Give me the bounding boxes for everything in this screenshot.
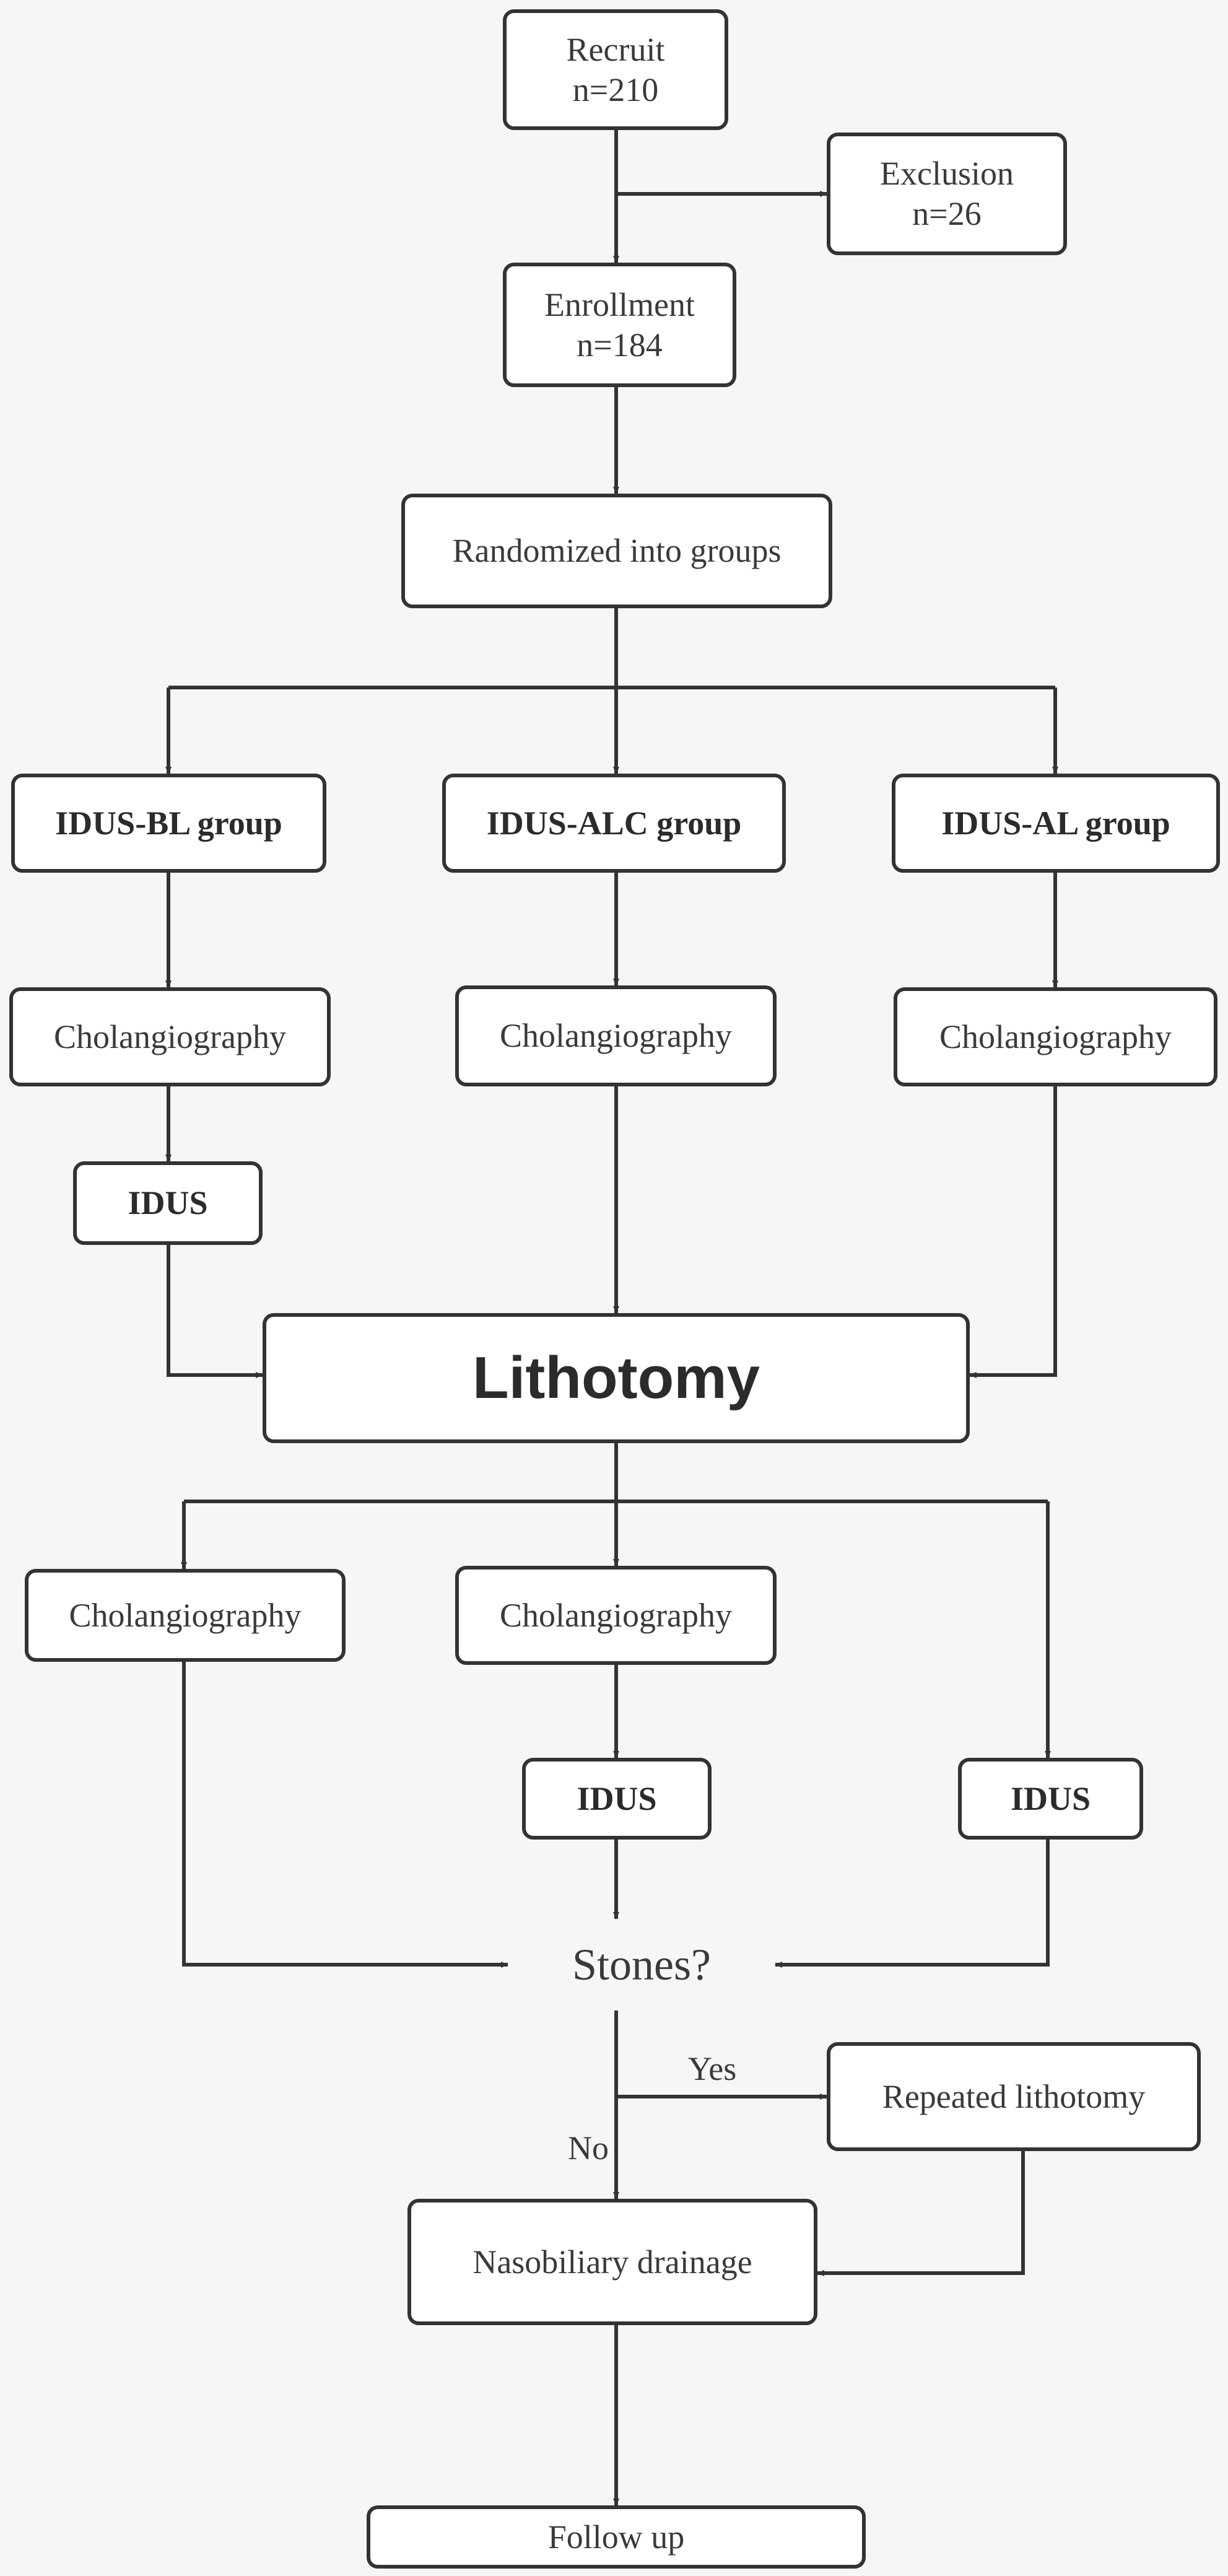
node-repeated-lithotomy-label: Repeated lithotomy	[882, 2077, 1146, 2115]
node-post-idus-right: IDUS	[958, 1758, 1143, 1840]
node-recruit-value: n=210	[572, 71, 659, 108]
node-post-cholangiography-middle-label: Cholangiography	[500, 1596, 732, 1634]
node-stones-decision: Stones?	[508, 1919, 775, 2011]
node-exclusion: Exclusion n=26	[827, 133, 1067, 255]
node-pre-cholangiography-alc: Cholangiography	[455, 985, 777, 1086]
node-recruit-title: Recruit	[566, 30, 665, 68]
node-exclusion-title: Exclusion	[880, 155, 1014, 193]
edge-bl-idus-to-lithotomy	[167, 1245, 263, 1378]
node-idus-al-group: IDUS-AL group	[892, 774, 1220, 873]
node-pre-idus-bl: IDUS	[73, 1161, 263, 1245]
node-post-idus-middle-label: IDUS	[577, 1779, 657, 1817]
node-idus-alc-group: IDUS-ALC group	[442, 774, 786, 873]
edge-al-chol-to-lithotomy	[969, 1086, 1057, 1378]
node-enrollment-value: n=184	[577, 326, 663, 364]
node-enrollment-title: Enrollment	[544, 286, 695, 323]
node-idus-alc-group-label: IDUS-ALC group	[486, 804, 742, 842]
edge-label-no: No	[545, 2123, 632, 2173]
node-pre-cholangiography-bl-label: Cholangiography	[54, 1018, 286, 1055]
node-follow-up-label: Follow up	[547, 2518, 685, 2556]
node-recruit: Recruit n=210	[503, 9, 728, 130]
node-stones-decision-label: Stones?	[572, 1939, 711, 1989]
edge-repeated-to-drainage	[817, 2151, 1025, 2276]
node-post-cholangiography-middle: Cholangiography	[455, 1566, 777, 1665]
node-post-idus-right-label: IDUS	[1010, 1779, 1091, 1817]
node-pre-cholangiography-al-label: Cholangiography	[939, 1018, 1172, 1055]
node-post-cholangiography-left: Cholangiography	[25, 1569, 346, 1662]
node-randomized-label: Randomized into groups	[452, 532, 782, 570]
edge-label-yes-text: Yes	[687, 2050, 737, 2087]
node-lithotomy-label: Lithotomy	[472, 1345, 760, 1412]
node-randomized: Randomized into groups	[401, 494, 832, 608]
node-follow-up: Follow up	[367, 2505, 866, 2569]
node-pre-cholangiography-alc-label: Cholangiography	[500, 1017, 732, 1055]
edge-label-yes: Yes	[663, 2044, 762, 2094]
node-nasobiliary-drainage: Nasobiliary drainage	[407, 2199, 817, 2325]
node-enrollment: Enrollment n=184	[503, 263, 736, 387]
node-post-cholangiography-left-label: Cholangiography	[69, 1596, 302, 1634]
node-lithotomy: Lithotomy	[263, 1313, 970, 1443]
node-pre-cholangiography-al: Cholangiography	[894, 987, 1217, 1086]
node-repeated-lithotomy: Repeated lithotomy	[827, 2042, 1201, 2151]
node-pre-idus-bl-label: IDUS	[128, 1184, 208, 1222]
edge-post-chol-left-to-stones	[182, 1662, 508, 1968]
node-idus-al-group-label: IDUS-AL group	[941, 804, 1170, 842]
node-pre-cholangiography-bl: Cholangiography	[9, 987, 331, 1086]
edge-label-no-text: No	[568, 2129, 609, 2167]
node-idus-bl-group-label: IDUS-BL group	[55, 804, 282, 842]
node-idus-bl-group: IDUS-BL group	[11, 774, 326, 873]
node-post-idus-middle: IDUS	[522, 1758, 712, 1840]
edge-post-idus-right-to-stones	[775, 1840, 1050, 1968]
node-exclusion-value: n=26	[912, 195, 982, 232]
node-nasobiliary-drainage-label: Nasobiliary drainage	[472, 2243, 752, 2281]
